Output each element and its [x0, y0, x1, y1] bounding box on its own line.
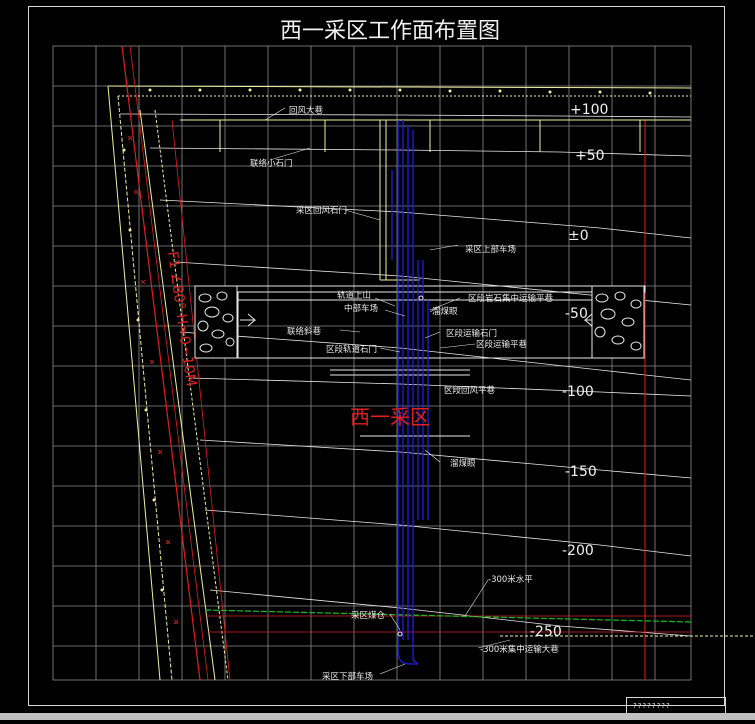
label-lower-yard: 采区下部车场 — [322, 671, 373, 682]
title-block: ???????? — [626, 697, 726, 714]
junction-markers — [397, 295, 424, 637]
elevation-plus100: +100 — [570, 102, 608, 118]
elevation-plus50: +50 — [575, 148, 605, 164]
red-x-markers — [127, 135, 179, 625]
seam-boundaries — [107, 45, 755, 681]
elevation-zero: ±0 — [568, 228, 589, 244]
label-section-transport: 区段运输平巷 — [476, 339, 528, 350]
label-track-up: 轨道上山 — [337, 290, 371, 301]
label-track-door: 区段轨道石门 — [326, 344, 377, 355]
district-label: 西一采区 — [350, 405, 430, 429]
label-section-return: 区段回风平巷 — [444, 385, 496, 396]
label-section-transport-door: 区段运输石门 — [446, 328, 497, 339]
shaft-lines — [391, 120, 429, 665]
label-connect-alley: 联络斜巷 — [287, 326, 322, 337]
label-connect-door: 联络小石门 — [250, 158, 293, 169]
annotation-labels: 回风大巷 联络小石门 采区回风石门 采区上部车场 轨道上山 中部车场 溜煤眼 区… — [250, 105, 559, 682]
bottom-strip — [0, 713, 755, 720]
label-bunker-lower: 溜煤眼 — [450, 458, 476, 469]
label-coal-bunker: 溜煤眼 — [432, 306, 458, 317]
elevation-minus250: -250 — [530, 624, 562, 640]
label-return-main: 回风大巷 — [289, 105, 324, 116]
elevation-minus200: -200 — [562, 543, 594, 559]
label-sump: 采区煤仓 — [351, 610, 386, 621]
grid — [52, 45, 692, 681]
elevation-minus100: -100 — [562, 384, 594, 400]
leader-lines — [264, 107, 511, 675]
drawing-border — [28, 6, 725, 706]
label-return-crosscut: 采区回风石门 — [296, 205, 347, 216]
elevation-labels: +100 +50 ±0 -50 -100 -150 -200 -250 — [530, 102, 608, 640]
elevation-minus150: -150 — [565, 464, 597, 480]
elevation-minus50: -50 — [565, 306, 588, 322]
label-main-transport: -300米集中运输大巷 — [480, 644, 559, 655]
label-rock-transport: 区段岩石集中运输平巷 — [468, 293, 554, 304]
drawing-title: 西一采区工作面布置图 — [280, 19, 500, 44]
label-mid-yard: 中部车场 — [344, 303, 378, 314]
rock-hatch-left — [194, 285, 238, 359]
seam-markers — [122, 88, 652, 592]
title-block-text: ???????? — [633, 702, 671, 710]
label-level-300: -300米水平 — [488, 574, 533, 585]
label-upper-yard: 采区上部车场 — [465, 244, 516, 255]
rock-hatch-right — [591, 285, 645, 359]
